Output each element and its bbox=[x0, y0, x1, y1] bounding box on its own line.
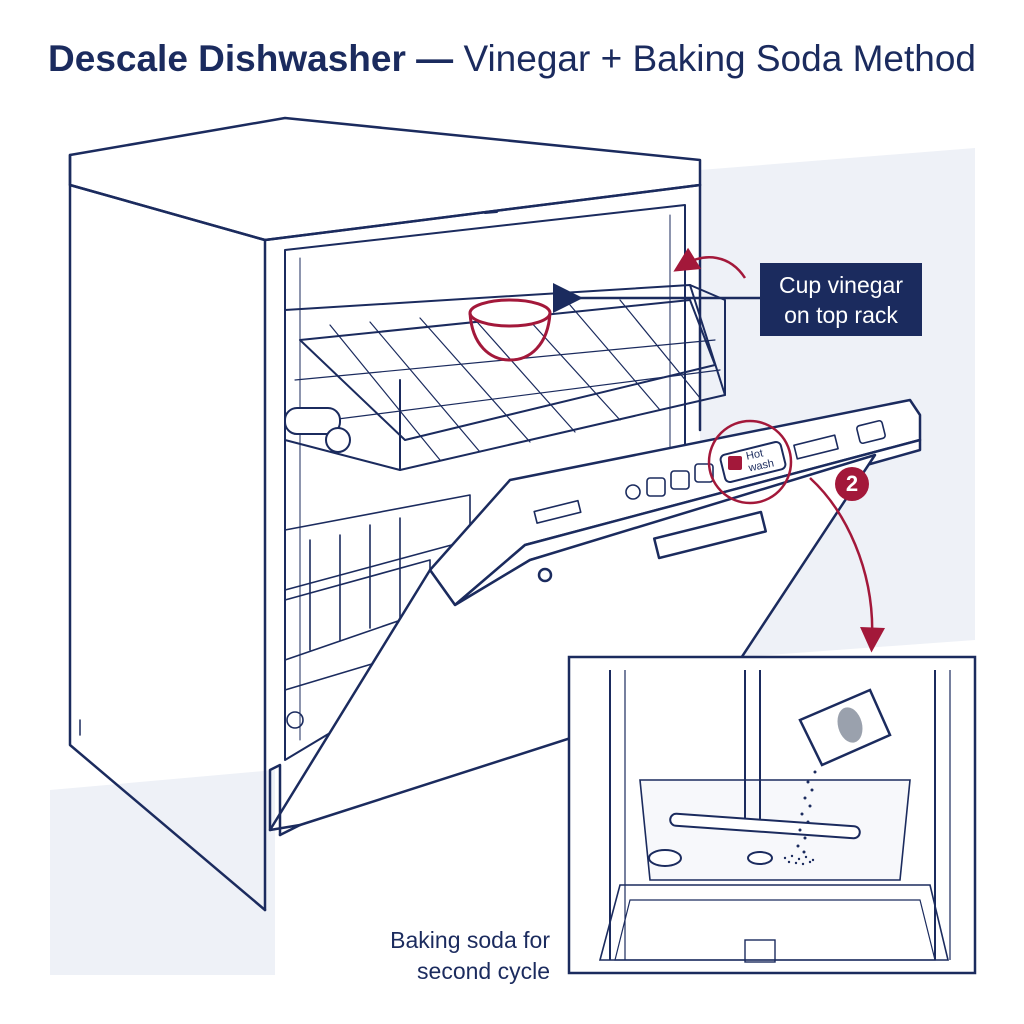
callout-arrows bbox=[553, 247, 886, 653]
step-badge: 2 bbox=[835, 467, 869, 501]
inset-caption-line-2: second cycle bbox=[417, 958, 550, 984]
callout-line-1: Cup vinegar bbox=[778, 272, 904, 298]
callout-line-2: on top rack bbox=[784, 302, 898, 328]
baking-soda-box-icon bbox=[798, 688, 892, 767]
baking-soda-pour bbox=[783, 770, 817, 866]
title-method: Vinegar + Baking Soda Method bbox=[463, 38, 976, 79]
inset-caption: Baking soda for second cycle bbox=[340, 925, 550, 987]
dishwasher-door bbox=[268, 398, 922, 837]
title-main: Descale Dishwasher — bbox=[48, 38, 454, 79]
vinegar-callout: Cup vinegar on top rack bbox=[760, 263, 922, 336]
vinegar-cup-icon bbox=[468, 298, 552, 362]
inset-caption-line-1: Baking soda for bbox=[390, 927, 550, 953]
baking-soda-inset bbox=[567, 655, 977, 975]
dishwasher-cabinet bbox=[68, 116, 702, 912]
page-title: Descale Dishwasher — Vinegar + Baking So… bbox=[0, 38, 1024, 80]
upper-rack bbox=[284, 284, 726, 471]
hot-wash-button bbox=[707, 419, 793, 505]
